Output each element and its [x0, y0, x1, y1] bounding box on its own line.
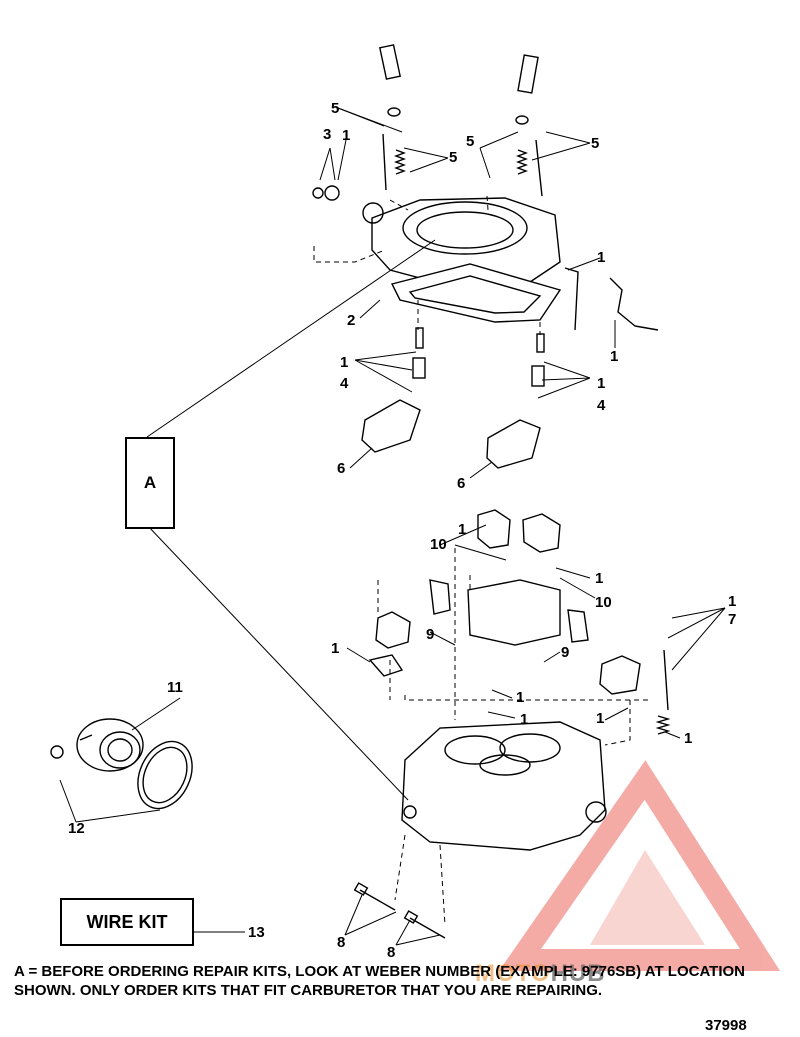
spring-left — [394, 149, 406, 175]
callout-8: 8 — [337, 934, 346, 951]
callout-4: 4 — [597, 397, 606, 414]
float-right — [486, 419, 541, 469]
callout-1: 1 — [340, 354, 349, 371]
callout-5: 5 — [449, 149, 458, 166]
upper-rod-left — [382, 133, 387, 191]
callout-1: 1 — [684, 730, 693, 747]
float-tag-left — [378, 44, 402, 80]
callout-13: 13 — [248, 924, 265, 941]
spring-right — [516, 149, 528, 175]
callout-1: 1 — [331, 640, 340, 657]
air-horn — [371, 197, 561, 287]
callout-5: 5 — [466, 133, 475, 150]
wire-kit-box: WIRE KIT — [60, 898, 194, 946]
float-tag-right — [517, 54, 539, 94]
callout-8: 8 — [387, 944, 396, 961]
callout-10: 10 — [595, 594, 612, 611]
watermark-logo — [498, 760, 781, 971]
callout-6: 6 — [457, 475, 466, 492]
venturi-cluster-left — [477, 509, 511, 549]
leader-box-a-bottom — [146, 524, 409, 801]
callout-1: 1 — [516, 689, 525, 706]
callout-1: 1 — [597, 375, 606, 392]
choke-valve-assembly — [467, 579, 561, 646]
callout-12: 12 — [68, 820, 85, 837]
choke-cover-gasket — [137, 740, 193, 810]
callout-5: 5 — [591, 135, 600, 152]
callout-5: 5 — [331, 100, 340, 117]
callout-1: 1 — [596, 710, 605, 727]
carburetor-main-body — [401, 721, 606, 851]
callout-1: 1 — [610, 348, 619, 365]
callout-1: 1 — [520, 711, 529, 728]
watermark-prefix: MOTO — [475, 960, 551, 987]
weber-number-location-box: A — [125, 437, 175, 529]
figure-number: 37998 — [705, 1017, 747, 1034]
callout-1: 1 — [342, 127, 351, 144]
repair-kit-note: A = BEFORE ORDERING REPAIR KITS, LOOK AT… — [14, 963, 746, 999]
watermark-suffix: HUB — [550, 960, 606, 987]
callout-9: 9 — [426, 626, 435, 643]
leader-box-a-top — [146, 239, 436, 438]
choke-thermostat-cover — [50, 718, 144, 772]
float-left — [361, 399, 421, 453]
callout-7: 7 — [728, 611, 737, 628]
callout-6: 6 — [337, 460, 346, 477]
callout-1: 1 — [728, 593, 737, 610]
callout-2: 2 — [347, 312, 356, 329]
callout-4: 4 — [340, 375, 349, 392]
callout-1: 1 — [595, 570, 604, 587]
watermark-text: MOTOHUB — [475, 960, 606, 988]
callout-3: 3 — [323, 126, 332, 143]
callout-9: 9 — [561, 644, 570, 661]
upper-rod-right — [535, 139, 543, 197]
air-horn-gasket — [390, 263, 562, 323]
callout-11: 11 — [167, 679, 183, 696]
venturi-cluster-right — [522, 513, 561, 553]
callout-1: 1 — [597, 249, 606, 266]
callout-10: 10 — [430, 536, 447, 553]
callout-1: 1 — [458, 521, 467, 538]
